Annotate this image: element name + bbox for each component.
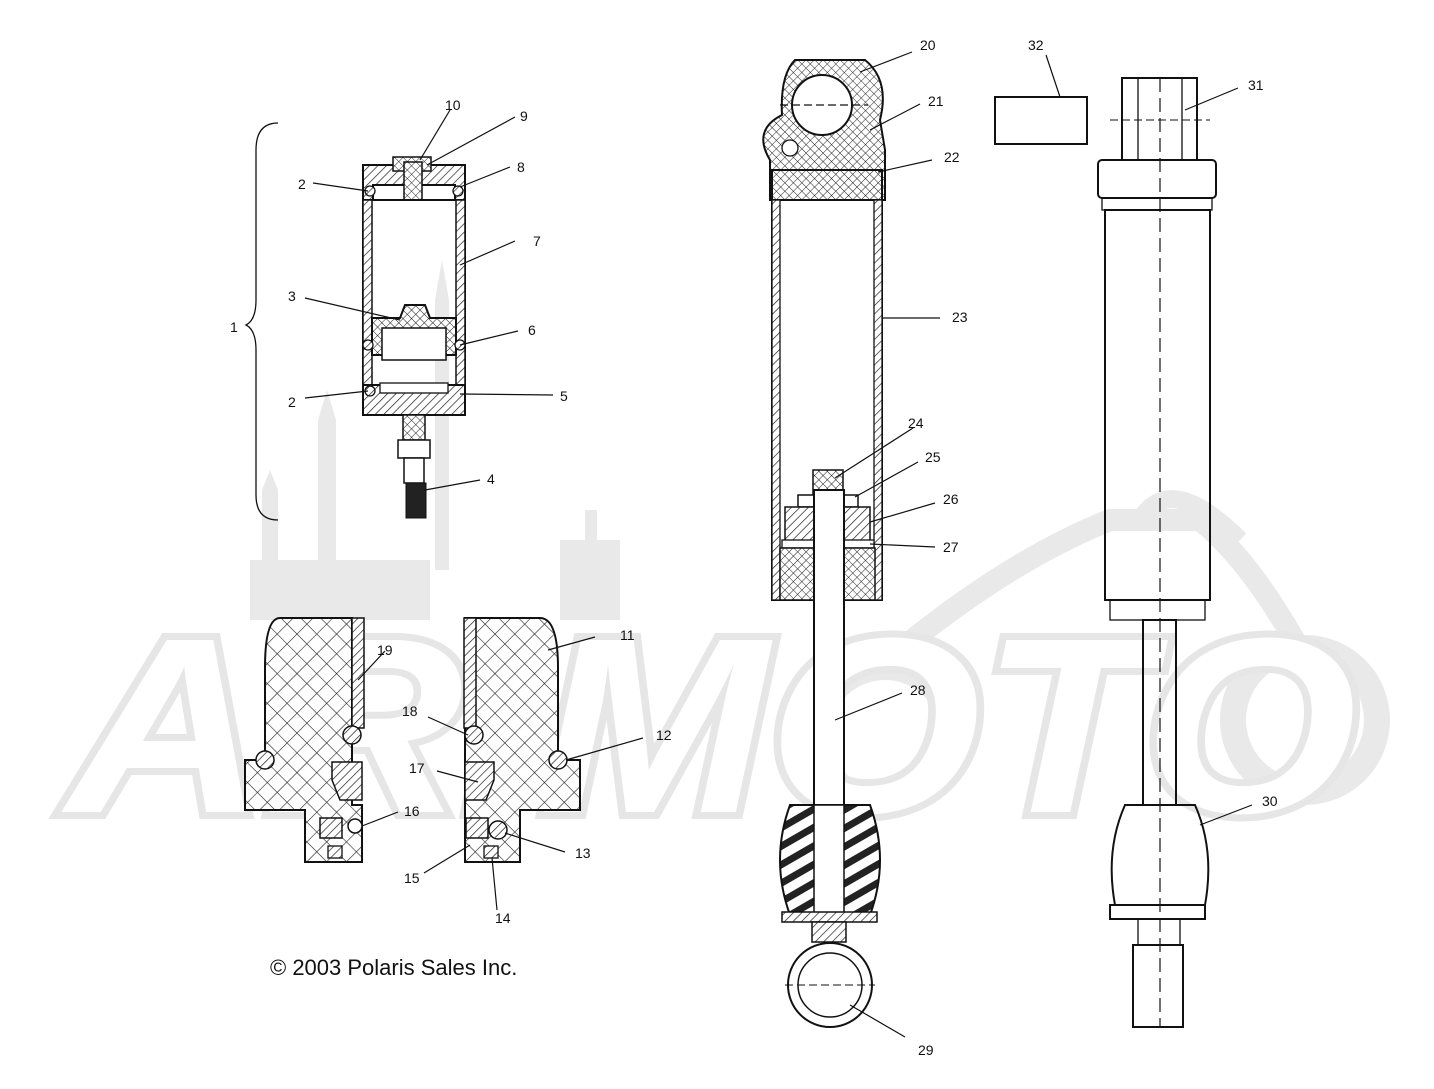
callout-15: 15 (404, 870, 420, 886)
callout-19: 19 (377, 642, 393, 658)
callout-23: 23 (952, 309, 968, 325)
wiper-left (319, 817, 343, 839)
callout-6: 6 (528, 322, 536, 338)
seal-head-detail (244, 617, 581, 863)
callout-30: 30 (1262, 793, 1278, 809)
watermark-motorcycle (804, 490, 1390, 816)
piston-core (381, 327, 447, 361)
callout-12: 12 (656, 727, 672, 743)
callout-labels: 1 2 2 3 4 5 6 7 8 9 10 11 12 13 14 15 16… (230, 37, 1278, 1058)
callout-7: 7 (533, 233, 541, 249)
callout-17: 17 (409, 760, 425, 776)
callout-2-top: 2 (298, 176, 306, 192)
bump-stop-shaft-mask (813, 804, 845, 916)
watermark-text: ARIMOTO (60, 586, 1357, 865)
wiper-o-ring-left (347, 818, 363, 834)
reservoir-assembly (244, 122, 466, 521)
wiper-right (465, 817, 489, 839)
seal-head-right (464, 617, 581, 863)
outer-o-ring-left (255, 750, 275, 770)
callout-1: 1 (230, 319, 238, 335)
shaft-seal-left (331, 761, 363, 801)
bottom-cap-bore (379, 382, 449, 394)
copyright-notice: © 2003 Polaris Sales Inc. (270, 955, 517, 980)
reservoir-wall-right (455, 199, 466, 416)
callout-22: 22 (944, 149, 960, 165)
callout-28: 28 (910, 682, 926, 698)
callout-10: 10 (445, 97, 461, 113)
shaft-seal-right (464, 761, 495, 801)
callout-3: 3 (288, 288, 296, 304)
bushing-left (351, 617, 365, 729)
bottom-washer (781, 911, 878, 923)
outer-o-ring-right (548, 750, 568, 770)
bumper-washer (1109, 904, 1206, 920)
shaft-o-ring-left (342, 725, 362, 745)
callout-11: 11 (620, 627, 635, 643)
retainer-clip-right (483, 845, 499, 859)
cap-ring (1101, 197, 1213, 211)
bushing-right (463, 617, 477, 729)
callout-5: 5 (560, 388, 568, 404)
shock-body-wall-left (771, 199, 781, 601)
callout-26: 26 (943, 491, 959, 507)
top-cap (1097, 159, 1217, 199)
shock-external-view (1097, 77, 1217, 1028)
callout-8: 8 (517, 159, 525, 175)
retainer-clip-left (327, 845, 343, 859)
external-body (1104, 209, 1211, 601)
callout-2-bottom: 2 (288, 394, 296, 410)
watermark: ARIMOTO (53, 260, 1390, 872)
callout-16: 16 (404, 803, 420, 819)
callout-4: 4 (487, 471, 495, 487)
callout-32: 32 (1028, 37, 1044, 53)
callout-14: 14 (495, 910, 511, 926)
callout-31: 31 (1248, 77, 1264, 93)
watermark-castle (250, 260, 620, 620)
callout-24: 24 (908, 415, 924, 431)
callout-18: 18 (402, 703, 418, 719)
callout-25: 25 (925, 449, 941, 465)
callout-9: 9 (520, 108, 528, 124)
lower-neck (1137, 918, 1181, 946)
o-ring-top-right (452, 185, 464, 197)
callout-20: 20 (920, 37, 936, 53)
shaft-o-ring-right (464, 725, 484, 745)
lower-mount (1132, 944, 1184, 1028)
shock-section-view (762, 59, 886, 1028)
callout-27: 27 (943, 539, 959, 555)
hose-nut (397, 439, 431, 459)
shock-body-wall-right (873, 199, 883, 601)
reservoir-wall-left (362, 199, 373, 416)
callout-13: 13 (575, 845, 591, 861)
hose-neck (403, 457, 425, 484)
wiper-o-ring-right (488, 820, 508, 840)
callout-29: 29 (918, 1042, 934, 1058)
spacer (994, 96, 1088, 145)
assembly-brace (244, 122, 279, 521)
bleed-screw (781, 139, 799, 157)
callout-21: 21 (928, 93, 944, 109)
hose-fitting (402, 414, 426, 441)
reservoir-hose (405, 482, 427, 519)
shaft-threads (811, 921, 847, 943)
leader-lines (304, 51, 1253, 1038)
piston-o-ring-left (362, 339, 374, 351)
fill-valve-core (403, 161, 423, 201)
